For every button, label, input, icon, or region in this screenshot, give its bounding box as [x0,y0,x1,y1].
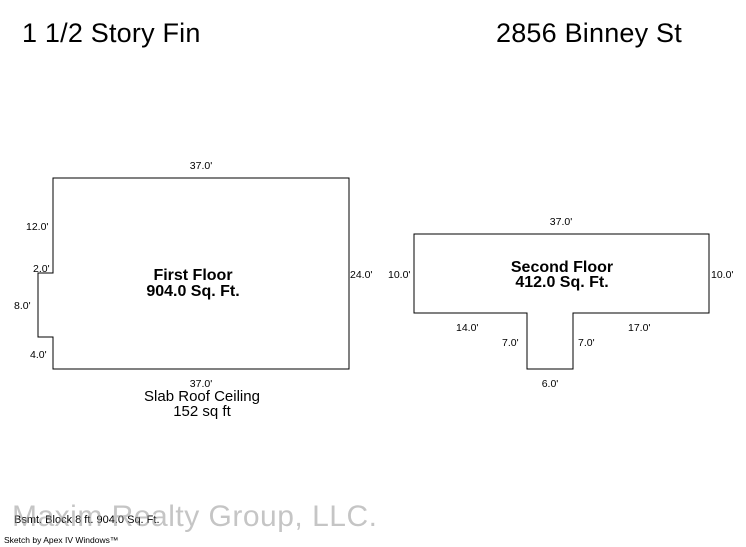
second-floor-area: 412.0 Sq. Ft. [515,274,608,291]
slab-note-line2: 152 sq ft [173,403,231,420]
first-floor-left-upper-dimension: 12.0' [26,221,48,233]
sketch-title: 1 1/2 Story Fin [22,18,201,48]
second-floor-stem-bottom-dimension: 6.0' [542,378,559,390]
first-floor-step-dimension: 2.0' [33,263,50,275]
first-floor-left-lower-dimension: 4.0' [30,349,47,361]
first-floor-outline [37,177,350,370]
second-floor-stem-left-dimension: 7.0' [502,337,519,349]
second-floor-stem-right-dimension: 7.0' [578,337,595,349]
second-floor-top-dimension: 37.0' [550,216,572,228]
first-floor-label: First Floor [153,267,232,284]
first-floor-bottom-dimension: 37.0' [190,378,212,390]
second-floor-left-dimension: 10.0' [388,269,410,281]
property-address: 2856 Binney St [496,18,682,48]
first-floor-area: 904.0 Sq. Ft. [146,283,239,300]
watermark: Maxim Realty Group, LLC. [12,500,378,533]
first-floor-right-dimension: 24.0' [350,269,372,281]
first-floor-left-middle-dimension: 8.0' [14,300,31,312]
slab-note-line1: Slab Roof Ceiling [144,388,260,405]
second-floor-bottom-right-dimension: 17.0' [628,322,650,334]
second-floor-outline [413,233,710,370]
second-floor-right-dimension: 10.0' [711,269,733,281]
basement-note: Bsmt. Block 8 ft. 904.0 Sq. Ft. [14,514,160,526]
second-floor-label: Second Floor [511,259,613,276]
first-floor-top-dimension: 37.0' [190,160,212,172]
sketch-credit: Sketch by Apex IV Windows™ [4,535,119,545]
second-floor-bottom-left-dimension: 14.0' [456,322,478,334]
